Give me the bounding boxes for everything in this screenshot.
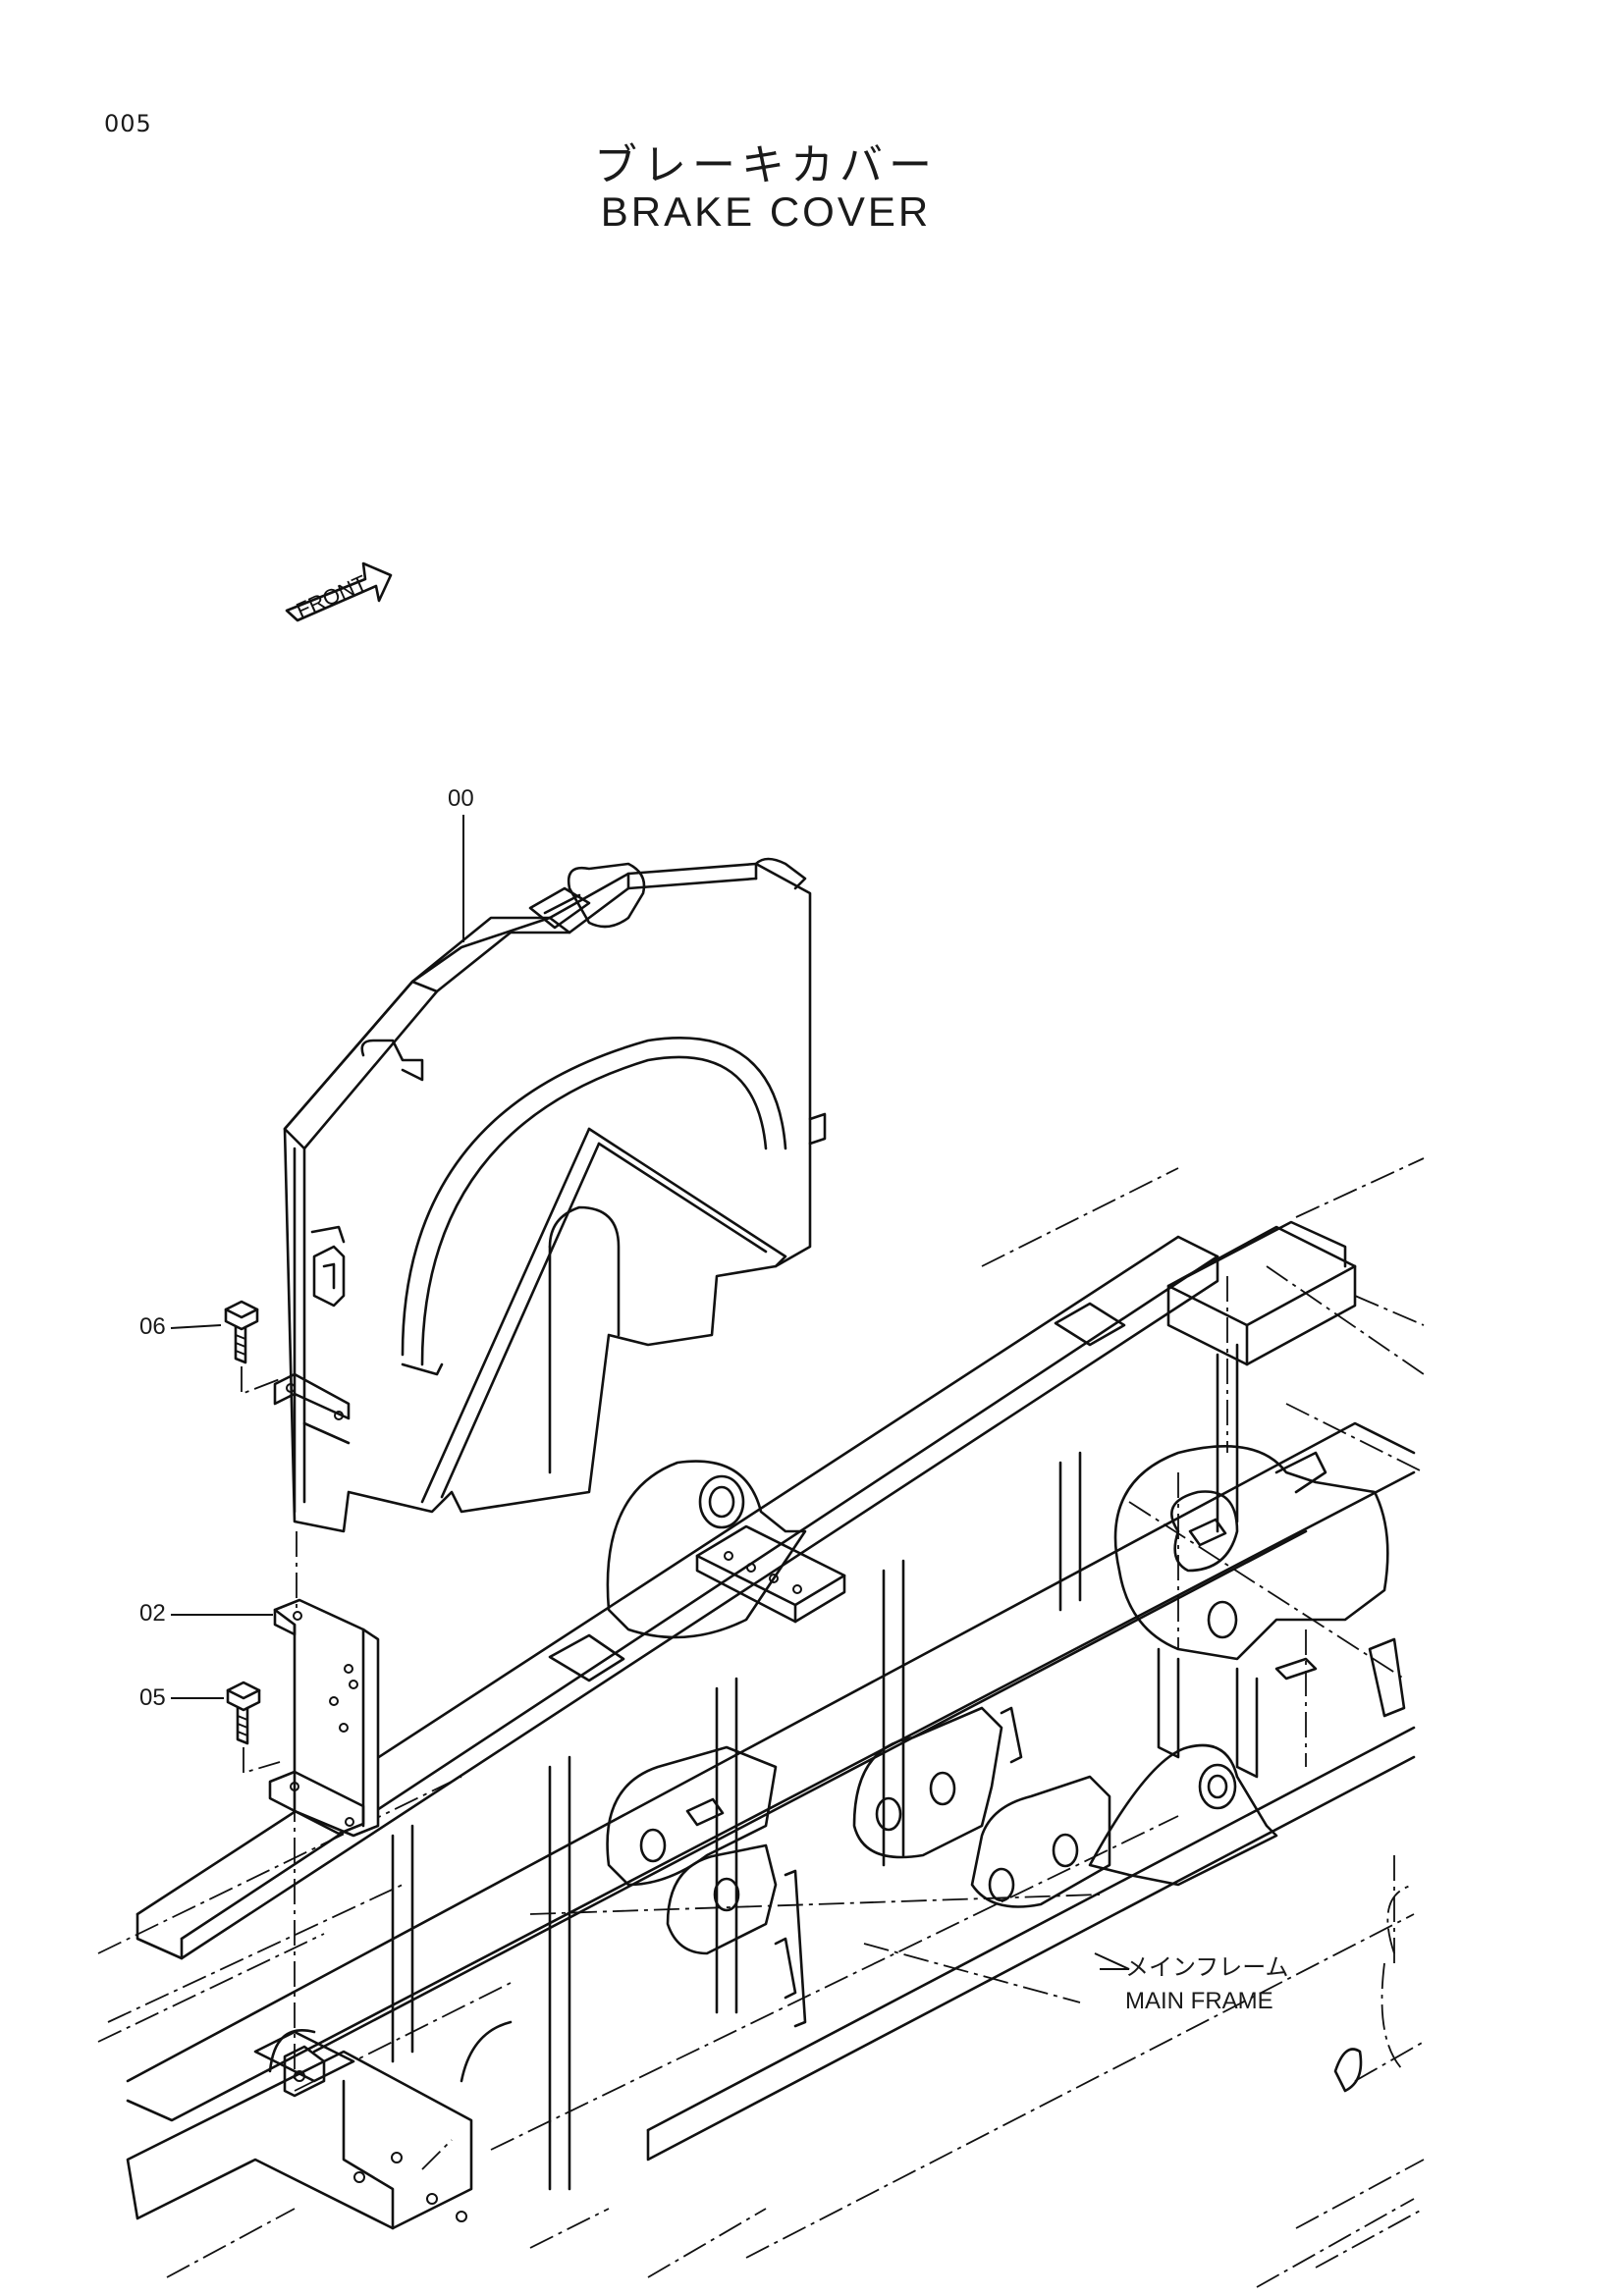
callout-06: 06 bbox=[139, 1313, 166, 1340]
page-number: 005 bbox=[104, 110, 152, 137]
title-english: BRAKE COVER bbox=[600, 188, 932, 235]
callout-00: 00 bbox=[448, 785, 474, 812]
bolt-part-06 bbox=[224, 1300, 259, 1364]
main-frame bbox=[97, 1157, 1425, 2288]
bracket-part-02 bbox=[268, 1598, 380, 1838]
main-frame-label-jp: メインフレーム bbox=[1125, 1954, 1289, 1981]
assembly-guide-lines bbox=[241, 1366, 326, 2098]
brake-cover-part-00 bbox=[273, 857, 827, 1533]
front-arrow-label: FRONT bbox=[293, 570, 370, 623]
leader-lines bbox=[170, 815, 1130, 1970]
main-frame-label-en: MAIN FRAME bbox=[1125, 1988, 1273, 2014]
callout-05: 05 bbox=[139, 1684, 166, 1711]
front-arrow: FRONT bbox=[285, 561, 393, 623]
main-frame-note: メインフレーム MAIN FRAME bbox=[1125, 1951, 1289, 2018]
callout-02: 02 bbox=[139, 1600, 166, 1627]
title-japanese: ブレーキカバー bbox=[594, 140, 938, 190]
bolt-part-05 bbox=[226, 1681, 261, 1745]
